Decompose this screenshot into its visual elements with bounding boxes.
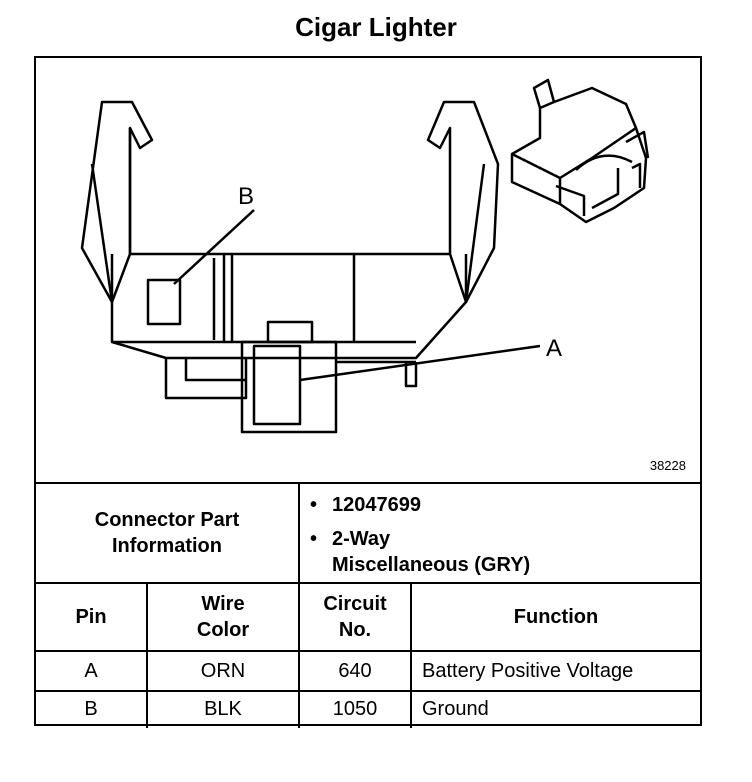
bullet: •	[310, 494, 318, 516]
table-cell-function: Ground	[422, 698, 489, 720]
divider	[298, 482, 300, 584]
callout-a: A	[546, 335, 562, 362]
connector-description: 2-Way	[332, 528, 391, 550]
connector-info-label: Connector Part Information	[94, 509, 240, 557]
divider	[146, 582, 148, 728]
connector-description: Miscellaneous (GRY)	[332, 554, 531, 576]
header-circuit-no: Circuit No.	[323, 593, 387, 641]
connector-drawing: B A	[80, 78, 650, 434]
connector-front-view	[80, 100, 500, 434]
callout-b: B	[238, 183, 254, 210]
divider	[298, 582, 300, 728]
part-number: 12047699	[332, 494, 421, 516]
bullet: •	[310, 528, 318, 550]
divider	[36, 482, 700, 484]
header-pin: Pin	[75, 606, 107, 628]
divider	[36, 690, 700, 692]
page-title: Cigar Lighter	[295, 12, 457, 42]
table-cell-wire: ORN	[200, 660, 246, 682]
callout-b-leader	[173, 209, 255, 285]
connector-frame: B A 38228 Connector Part Information • 1…	[34, 56, 702, 728]
table-cell-circuit: 1050	[332, 698, 378, 720]
divider	[36, 582, 700, 584]
table-cell-pin: B	[84, 698, 98, 720]
table-cell-pin: A	[84, 660, 98, 682]
connector-info-values: • 12047699 • 2-Way Miscellaneous (GRY)	[300, 486, 668, 582]
divider	[410, 582, 412, 728]
figure-number: 38228	[649, 458, 686, 473]
connector-iso-view	[510, 78, 650, 224]
header-function: Function	[513, 606, 599, 628]
table-cell-wire: BLK	[204, 698, 242, 720]
callout-a-leader	[299, 344, 541, 382]
table-cell-function: Battery Positive Voltage	[422, 660, 634, 682]
header-wire-color: Wire Color	[196, 593, 250, 641]
table-cell-circuit: 640	[338, 660, 372, 682]
divider	[36, 650, 700, 652]
